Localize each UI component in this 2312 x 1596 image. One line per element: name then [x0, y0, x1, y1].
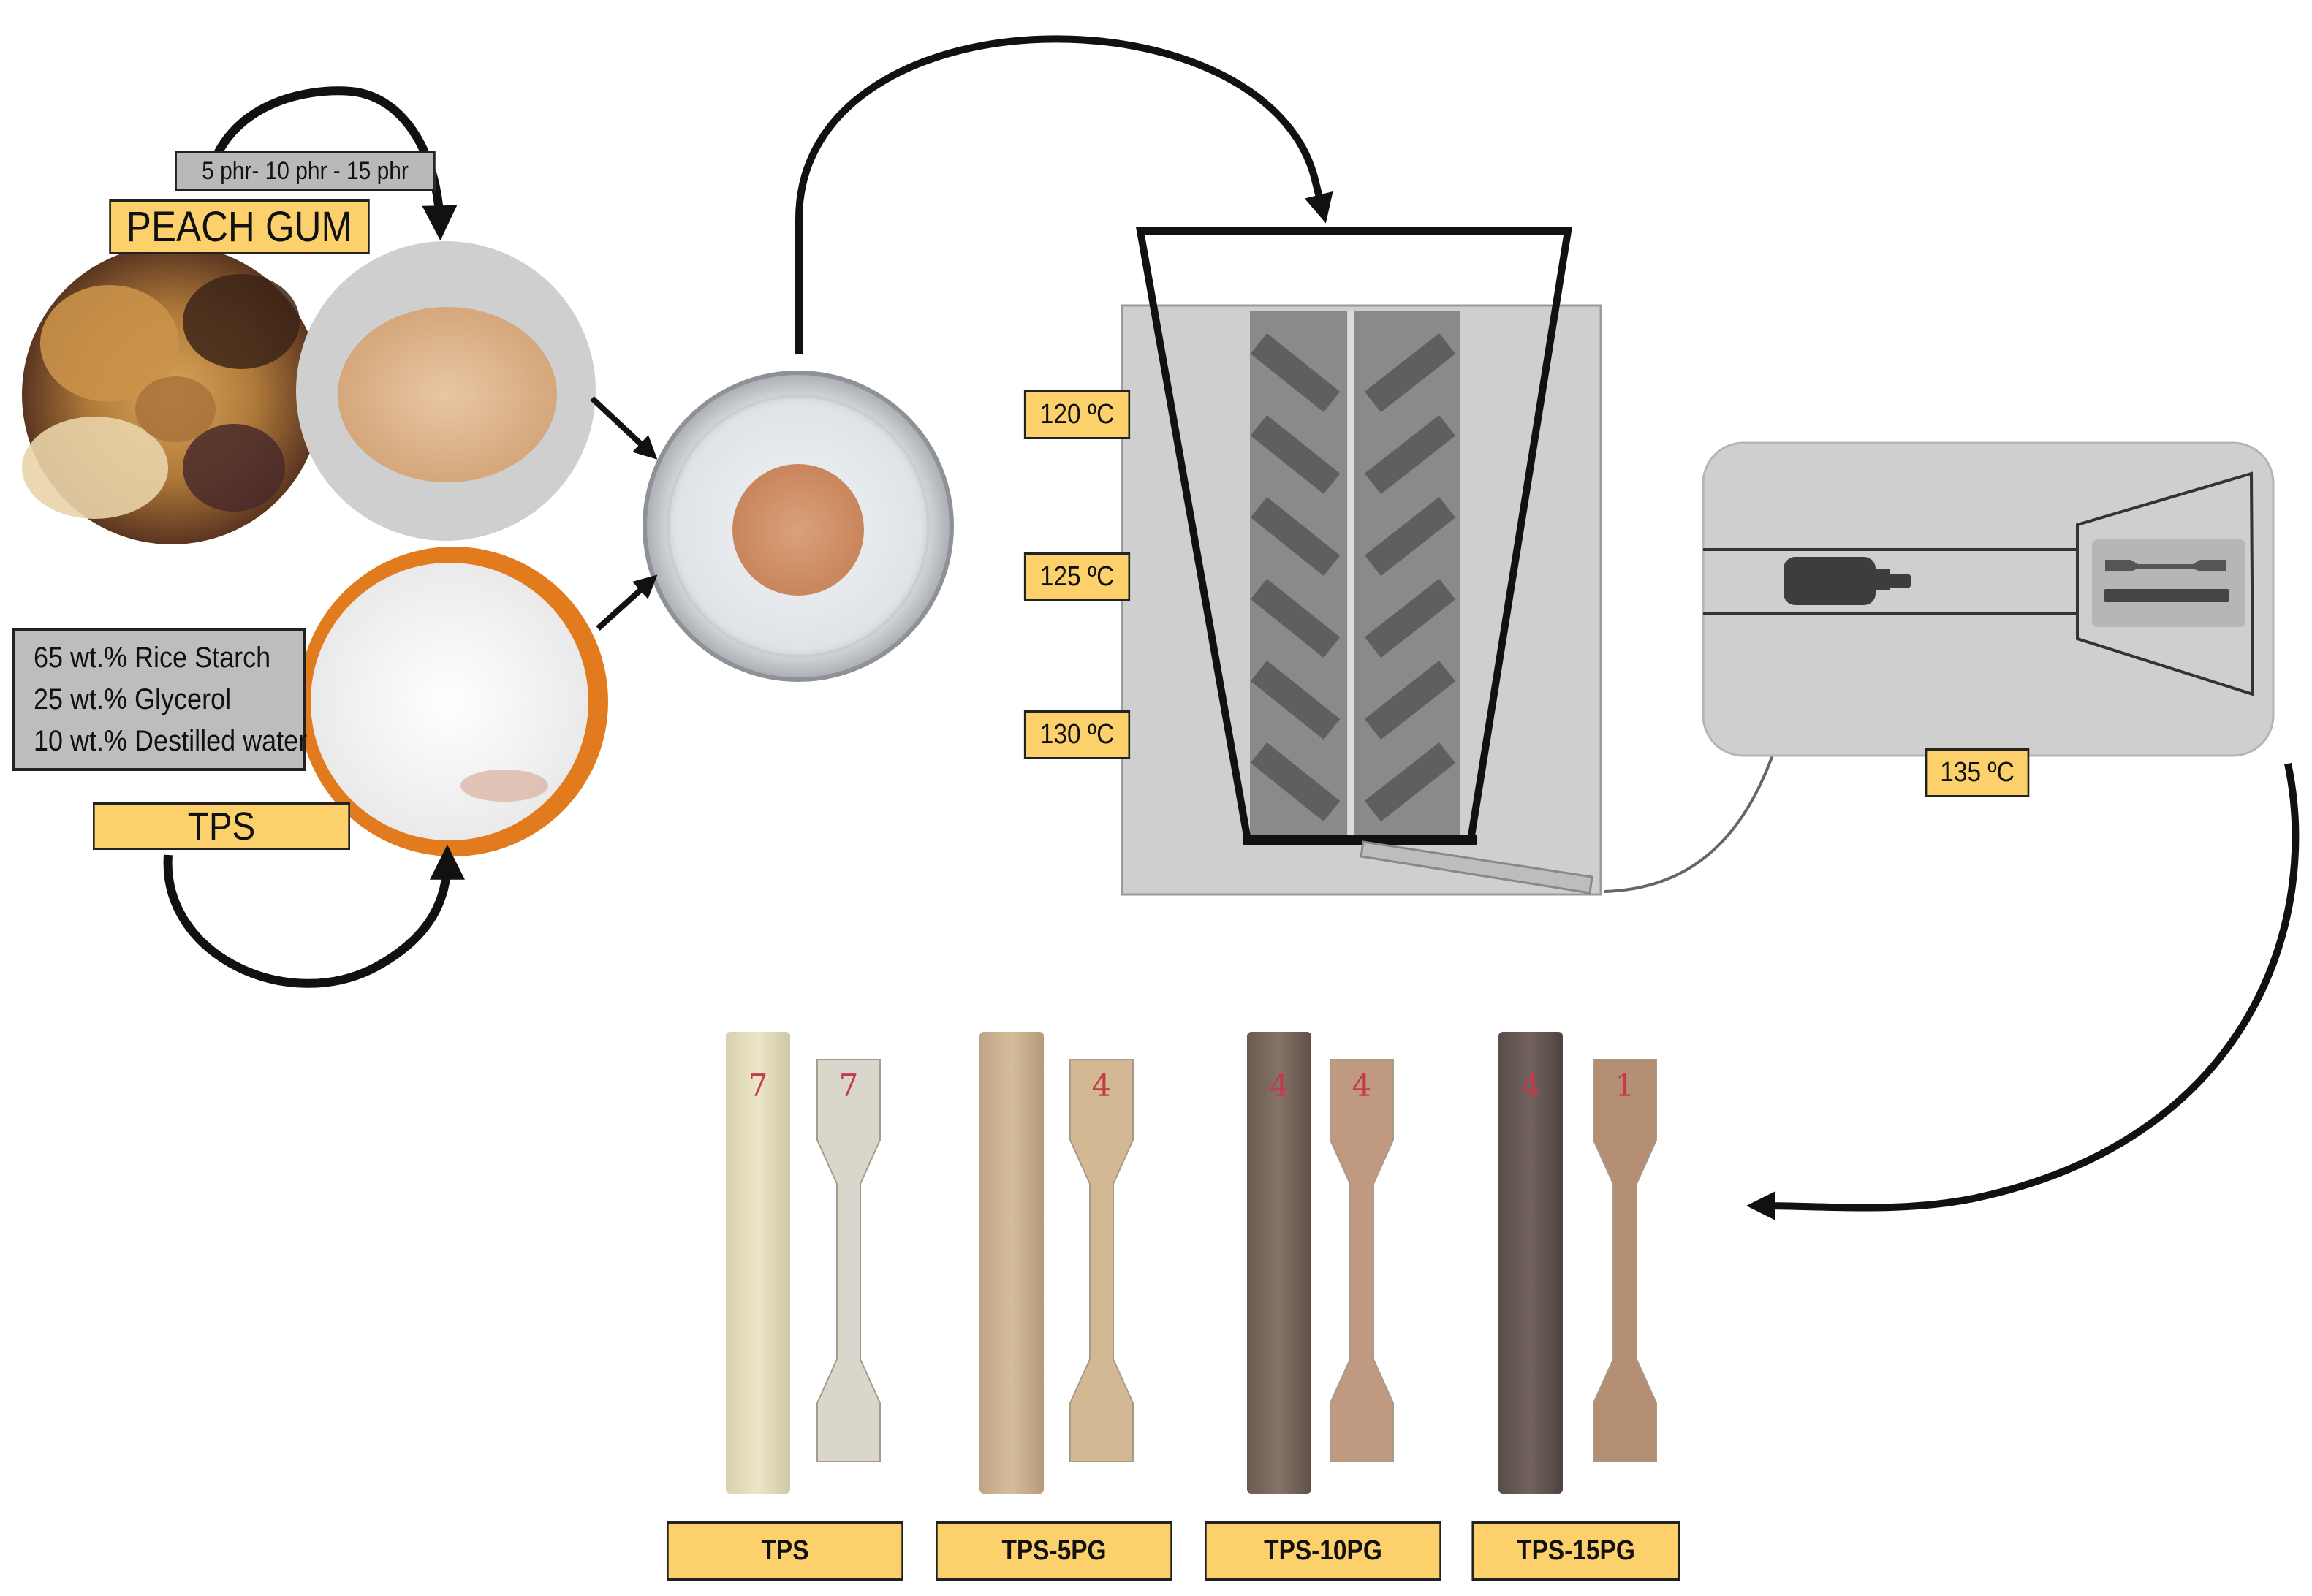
screw-flight-left — [1250, 742, 1341, 822]
dogbone-specimen — [816, 1059, 881, 1462]
screw-flight-right — [1364, 660, 1456, 740]
mixed-pan-photo — [643, 370, 954, 682]
specimen-mark: 4 — [1092, 1068, 1112, 1103]
screw-flight-left — [1250, 332, 1341, 413]
injection-plunger — [1784, 557, 1876, 605]
injector-to-samples-arrow — [1746, 762, 2300, 1221]
bar-specimen — [726, 1032, 790, 1494]
sample-label-tps-15pg: TPS-15PG — [1471, 1521, 1680, 1581]
screw-flight-right — [1364, 332, 1456, 413]
specimen-mark: 4 — [1521, 1068, 1541, 1103]
dogbone-specimen — [1593, 1059, 1657, 1462]
specimen-mark: 4 — [1270, 1068, 1289, 1103]
plunger-nozzle — [1889, 574, 1911, 588]
extruder-zone-temp-1: 120 ºC — [1023, 390, 1131, 439]
bar-specimen — [1498, 1032, 1563, 1494]
composition-line-2: 25 wt.% Glycerol — [34, 683, 232, 715]
tps-to-pan-arrow — [596, 574, 658, 631]
screw-flight-left — [1250, 660, 1341, 740]
plunger-tip — [1873, 569, 1890, 590]
tps-loop-arrow — [163, 844, 465, 988]
extruder-zone-temp-2: 125 ºC — [1023, 552, 1131, 601]
pan-to-extruder-arrow — [795, 35, 1333, 354]
bar-specimen — [979, 1032, 1044, 1494]
specimen-mark: 7 — [748, 1068, 768, 1103]
specimen-mark: 1 — [1615, 1068, 1635, 1103]
specimen-mark: 4 — [1352, 1068, 1372, 1103]
composition-line-1: 65 wt.% Rice Starch — [34, 642, 271, 674]
peach-gum-label: PEACH GUM — [109, 200, 370, 254]
screw-flight-left — [1250, 496, 1341, 577]
composition-line-3: 10 wt.% Destilled water — [34, 725, 308, 757]
sample-label-tps-10pg: TPS-10PG — [1205, 1521, 1441, 1581]
dogbone-specimen — [1069, 1059, 1134, 1462]
screw-flight-right — [1364, 496, 1456, 577]
tps-label: TPS — [93, 802, 350, 850]
peach-gum-photo — [22, 245, 322, 544]
screw-flights — [1250, 332, 1456, 822]
injection-temp-label: 135 ºC — [1925, 748, 2030, 797]
peach-gum-powder-photo — [296, 241, 596, 541]
extruder-outlet — [1360, 840, 1593, 894]
screw-flight-right — [1364, 578, 1456, 658]
specimen-mark: 7 — [839, 1068, 859, 1103]
specimen-photos: 7 7 4 4 4 4 1 — [726, 1032, 1657, 1494]
dogbone-specimen — [1330, 1059, 1394, 1462]
screw-flight-left — [1250, 414, 1341, 495]
tps-composition-box: 65 wt.% Rice Starch 25 wt.% Glycerol 10 … — [12, 628, 308, 771]
peach-gum-ratio-label: 5 phr- 10 phr - 15 phr — [175, 151, 436, 191]
screw-flight-right — [1364, 742, 1456, 822]
tps-mix-photo — [298, 547, 608, 856]
powder-to-pan-arrow — [590, 396, 658, 460]
sample-label-tps: TPS — [667, 1521, 903, 1581]
mould-dogbone-specimen — [2105, 560, 2226, 571]
screw-flight-right — [1364, 414, 1456, 495]
mould-bar-specimen — [2104, 589, 2229, 602]
mould-cavity — [2092, 539, 2245, 627]
sample-label-tps-5pg: TPS-5PG — [936, 1521, 1172, 1581]
bar-specimen — [1247, 1032, 1311, 1494]
extruder-zone-temp-3: 130 ºC — [1023, 710, 1131, 759]
screw-flight-left — [1250, 578, 1341, 658]
